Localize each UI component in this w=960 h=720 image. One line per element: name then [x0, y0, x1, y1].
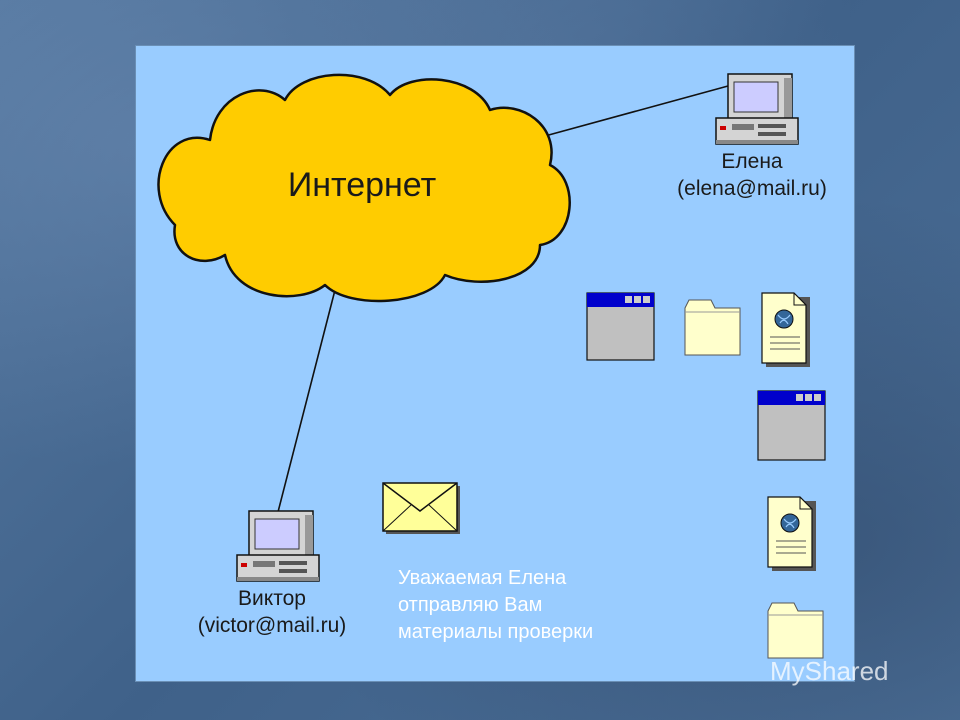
message-text: Уважаемая Елена отправляю Вам материалы …: [398, 565, 698, 646]
computer-icon-victor: [236, 510, 320, 582]
user-email-victor: (victor@mail.ru): [197, 614, 347, 637]
window-icon: [757, 390, 826, 461]
internet-label: Интернет: [287, 166, 437, 204]
user-name-elena: Елена: [721, 150, 783, 173]
user-label-elena: Елена (elena@mail.ru): [652, 148, 852, 202]
envelope-icon: [382, 482, 460, 534]
message-line: материалы проверки: [398, 621, 594, 643]
user-label-victor: Виктор (victor@mail.ru): [172, 585, 372, 639]
computer-icon-elena: [715, 73, 799, 145]
connection-line-elena: [544, 85, 729, 137]
window-icon: [586, 292, 655, 361]
watermark: MyShared: [770, 656, 889, 686]
internet-cloud-icon: [157, 73, 571, 303]
folder-icon: [684, 299, 741, 356]
connection-line-victor: [277, 289, 336, 513]
message-line: отправляю Вам: [398, 594, 543, 616]
message-line: Уважаемая Елена: [398, 567, 567, 589]
user-name-victor: Виктор: [238, 587, 306, 610]
document-icon: [767, 496, 816, 571]
document-icon: [761, 292, 810, 367]
user-email-elena: (elena@mail.ru): [677, 177, 827, 200]
folder-icon: [767, 602, 824, 659]
